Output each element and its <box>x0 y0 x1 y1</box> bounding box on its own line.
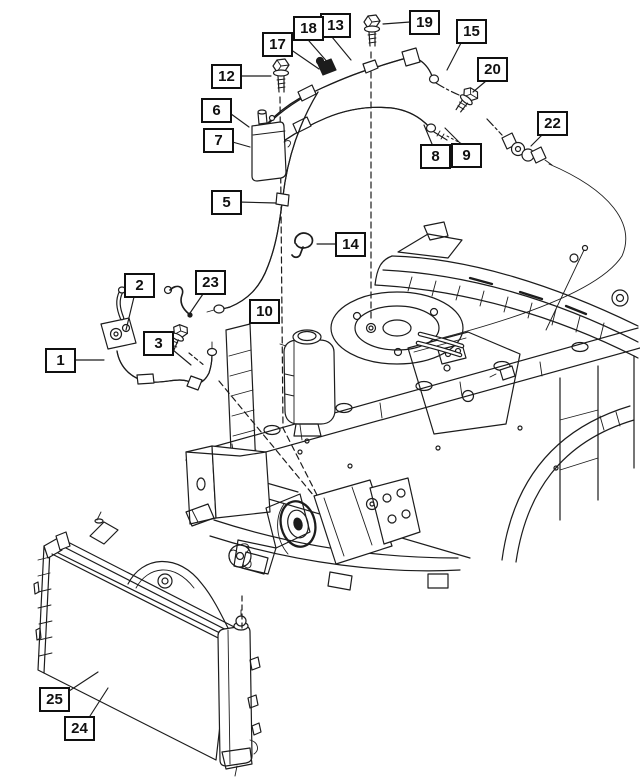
bolt-icon <box>168 324 189 352</box>
callout-14[interactable]: 14 <box>335 232 366 257</box>
engine-bay-structure <box>185 221 640 591</box>
bolt-icon <box>272 58 290 93</box>
callout-17[interactable]: 17 <box>262 32 293 57</box>
callout-6[interactable]: 6 <box>201 98 232 123</box>
callout-23[interactable]: 23 <box>195 270 226 295</box>
callout-18[interactable]: 18 <box>293 16 324 41</box>
callout-10[interactable]: 10 <box>249 299 280 324</box>
callout-leader-lines <box>65 21 543 717</box>
callout-1[interactable]: 1 <box>45 348 76 373</box>
callout-15[interactable]: 15 <box>456 19 487 44</box>
hose-clip <box>291 232 314 259</box>
callout-9[interactable]: 9 <box>451 143 482 168</box>
liquid-line <box>206 92 318 314</box>
callout-19[interactable]: 19 <box>409 10 440 35</box>
pigtail-valve <box>163 285 193 318</box>
callout-5[interactable]: 5 <box>211 190 242 215</box>
callout-24[interactable]: 24 <box>64 716 95 741</box>
callout-3[interactable]: 3 <box>143 331 174 356</box>
callout-22[interactable]: 22 <box>537 111 568 136</box>
bolt-icon <box>363 14 381 47</box>
coolant-reservoir <box>279 329 336 444</box>
suction-discharge-hose-assembly <box>258 47 448 160</box>
strut-tower <box>330 291 464 365</box>
callout-25[interactable]: 25 <box>39 687 70 712</box>
ac-compressor <box>233 477 421 575</box>
callout-8[interactable]: 8 <box>420 144 451 169</box>
bolt-icon <box>455 87 479 113</box>
callout-13[interactable]: 13 <box>320 13 351 38</box>
callout-7[interactable]: 7 <box>203 128 234 153</box>
firewall-fitting <box>433 132 627 341</box>
radiator-condenser-assembly <box>33 503 262 777</box>
heater-tubes <box>415 331 465 358</box>
callout-2[interactable]: 2 <box>124 273 155 298</box>
callout-12[interactable]: 12 <box>211 64 242 89</box>
callout-20[interactable]: 20 <box>477 57 508 82</box>
receiver-drier <box>251 109 291 182</box>
